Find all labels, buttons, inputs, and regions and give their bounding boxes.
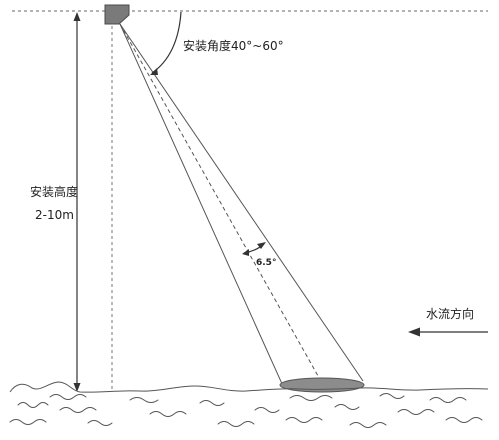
install-height-value: 2-10m	[35, 208, 74, 222]
install-angle-arc	[151, 11, 182, 74]
water-surface	[9, 381, 489, 393]
beam-angle-arrowhead-left	[242, 249, 249, 256]
height-dimension-arrow	[73, 12, 81, 392]
beam-angle-arrowhead-right	[257, 242, 266, 249]
radar-beam	[119, 23, 364, 387]
beam-footprint	[279, 377, 365, 393]
install-angle-label: 安装角度40°~60°	[183, 38, 284, 53]
water-ripples	[9, 393, 483, 428]
radar-sensor	[104, 4, 130, 25]
install-angle-arrowhead	[150, 68, 158, 75]
water-flow-arrow	[408, 327, 488, 337]
install-height-label: 安装高度	[30, 184, 78, 199]
beam-angle-label: 6.5°	[256, 258, 276, 268]
beam-center-line	[119, 23, 323, 384]
water-flow-label: 水流方向	[426, 306, 474, 321]
